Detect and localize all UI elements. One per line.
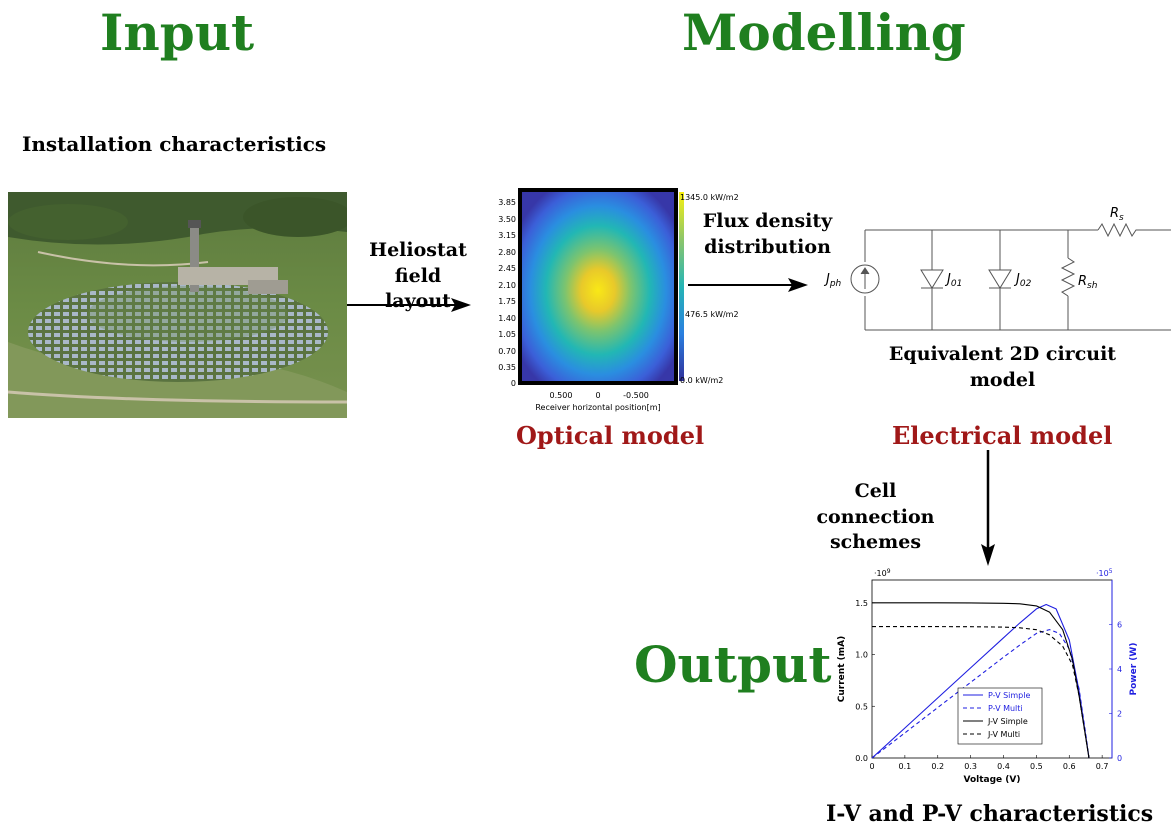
- x-tick: -0.500: [623, 391, 649, 400]
- rs-main: R: [1110, 206, 1119, 221]
- x-tick-label: 0.7: [1096, 762, 1109, 771]
- x-tick-label: 0.4: [997, 762, 1010, 771]
- circuit-label-line2: model: [969, 368, 1036, 391]
- x-tick-label: 0.1: [899, 762, 912, 771]
- legend-label: P-V Multi: [988, 704, 1023, 713]
- j02-sub: 02: [1020, 279, 1032, 289]
- cell-label-line2: schemes: [829, 531, 922, 554]
- y-tick: 2.10: [498, 281, 516, 290]
- rsh-main: R: [1078, 274, 1087, 289]
- y-tick: 3.50: [498, 215, 516, 224]
- x-tick-label: 0.6: [1063, 762, 1076, 771]
- iv-pv-label: I-V and P-V characteristics: [826, 801, 1154, 827]
- y2-multiplier-exp: 5: [1109, 568, 1113, 575]
- flux-label-line1: Flux density: [702, 210, 833, 232]
- y-multiplier-exp: 9: [887, 568, 891, 575]
- input-heading: Input: [100, 3, 255, 62]
- heatmap-xlabel: Receiver horizontal position[m]: [535, 403, 660, 412]
- series-line-j-v-multi: [872, 626, 1090, 759]
- y-tick: 2.80: [498, 248, 516, 257]
- optical-model-label: Optical model: [516, 421, 705, 450]
- x-tick-label: 0.3: [964, 762, 977, 771]
- jph-label: Jph: [823, 272, 842, 289]
- colorbar-mid: 476.5 kW/m2: [685, 310, 739, 319]
- y-tick: 0.70: [498, 347, 516, 356]
- output-heading: Output: [634, 635, 832, 694]
- y-tick: 1.05: [498, 330, 516, 339]
- y2-tick-label: 6: [1117, 621, 1122, 630]
- x-tick: 0.500: [550, 391, 573, 400]
- y-multiplier: ·109: [874, 568, 891, 578]
- y-tick: 3.85: [498, 198, 516, 207]
- colorbar-labels: 1345.0 kW/m2 476.5 kW/m2 0.0 kW/m2: [680, 193, 739, 385]
- installation-label: Installation characteristics: [22, 132, 327, 156]
- rs-sub: s: [1119, 213, 1124, 223]
- j01-sub: 01: [951, 279, 962, 289]
- cell-label-line1: Cell connection: [816, 480, 935, 528]
- flux-label-line2: distribution: [704, 235, 831, 258]
- arrow-flux: [688, 278, 808, 292]
- rs-label: Rs: [1110, 206, 1124, 223]
- rsh-label: Rsh: [1078, 274, 1098, 291]
- iv-pv-chart: 0 0.1 0.2 0.3 0.4 0.5 0.6 0.7 0.0 0.5 1.0 1.5 0 2 4 6 ·1…: [837, 568, 1139, 785]
- j02-main: J: [1013, 272, 1020, 287]
- y2-axis-label: Power (W): [1129, 643, 1139, 696]
- colorbar-min: 0.0 kW/m2: [680, 376, 723, 385]
- jph-sub: ph: [829, 279, 842, 289]
- y2-tick-label: 0: [1117, 754, 1122, 763]
- x-tick-label: 0.5: [1030, 762, 1043, 771]
- series-line-p-v-multi: [871, 629, 1090, 759]
- flux-label: Flux density distribution: [700, 209, 835, 260]
- heliostat-label-line1: Heliostat field: [369, 239, 467, 287]
- electrical-model-label: Electrical model: [892, 421, 1113, 450]
- arrow-down: [981, 450, 995, 566]
- legend-label: J-V Simple: [987, 717, 1028, 726]
- modelling-heading: Modelling: [682, 3, 966, 62]
- heliostat-label-line2: layout: [385, 290, 451, 313]
- jph-main: J: [823, 272, 830, 287]
- y2-tick-label: 2: [1117, 710, 1122, 719]
- y-tick: 0.35: [498, 363, 516, 372]
- y-tick: 2.45: [498, 264, 516, 273]
- legend-label: P-V Simple: [988, 691, 1030, 700]
- rsh-sub: sh: [1087, 281, 1098, 291]
- legend-box: [957, 687, 1043, 745]
- legend-label: J-V Multi: [987, 730, 1020, 739]
- circuit-label-line1: Equivalent 2D circuit: [888, 343, 1117, 365]
- flux-heatmap: 3.85 3.50 3.15 2.80 2.45 2.10 1.75 1.40 …: [498, 188, 739, 412]
- cell-connection-label: Cell connection schemes: [808, 479, 943, 556]
- y2-tick-label: 4: [1117, 665, 1122, 674]
- y-tick-label: 1.5: [855, 599, 868, 608]
- circuit-label: Equivalent 2D circuit model: [885, 342, 1120, 393]
- heatmap-y-ticks: 3.85 3.50 3.15 2.80 2.45 2.10 1.75 1.40 …: [498, 198, 516, 388]
- y-tick: 1.75: [498, 297, 516, 306]
- y-tick: 1.40: [498, 314, 516, 323]
- y-axis-label: Current (mA): [837, 636, 847, 702]
- y-tick-label: 0.0: [855, 754, 868, 763]
- j02-label: J02: [1013, 272, 1032, 289]
- heliostat-field-photo: [8, 192, 347, 418]
- j01-main: J: [944, 272, 951, 287]
- y-tick: 3.15: [498, 231, 516, 240]
- heliostat-label: Heliostat field layout: [348, 238, 488, 315]
- x-axis-label: Voltage (V): [964, 775, 1021, 785]
- y-tick-label: 1.0: [855, 651, 868, 660]
- x-tick-label: 0.2: [931, 762, 944, 771]
- heatmap-x-ticks: 0.500 0 -0.500: [550, 391, 649, 400]
- arrow-heliostat: [347, 298, 471, 312]
- series-line-p-v-simple: [871, 603, 1090, 759]
- y-tick-label: 0.5: [855, 702, 868, 711]
- y-tick: 0: [511, 379, 516, 388]
- j01-label: J01: [944, 272, 962, 289]
- x-tick: 0: [595, 391, 600, 400]
- colorbar-max: 1345.0 kW/m2: [680, 193, 739, 202]
- y2-multiplier: ·105: [1096, 568, 1113, 578]
- x-tick-label: 0: [869, 762, 874, 771]
- equivalent-circuit: Jph J01 J02 Rsh Rs: [823, 206, 1171, 331]
